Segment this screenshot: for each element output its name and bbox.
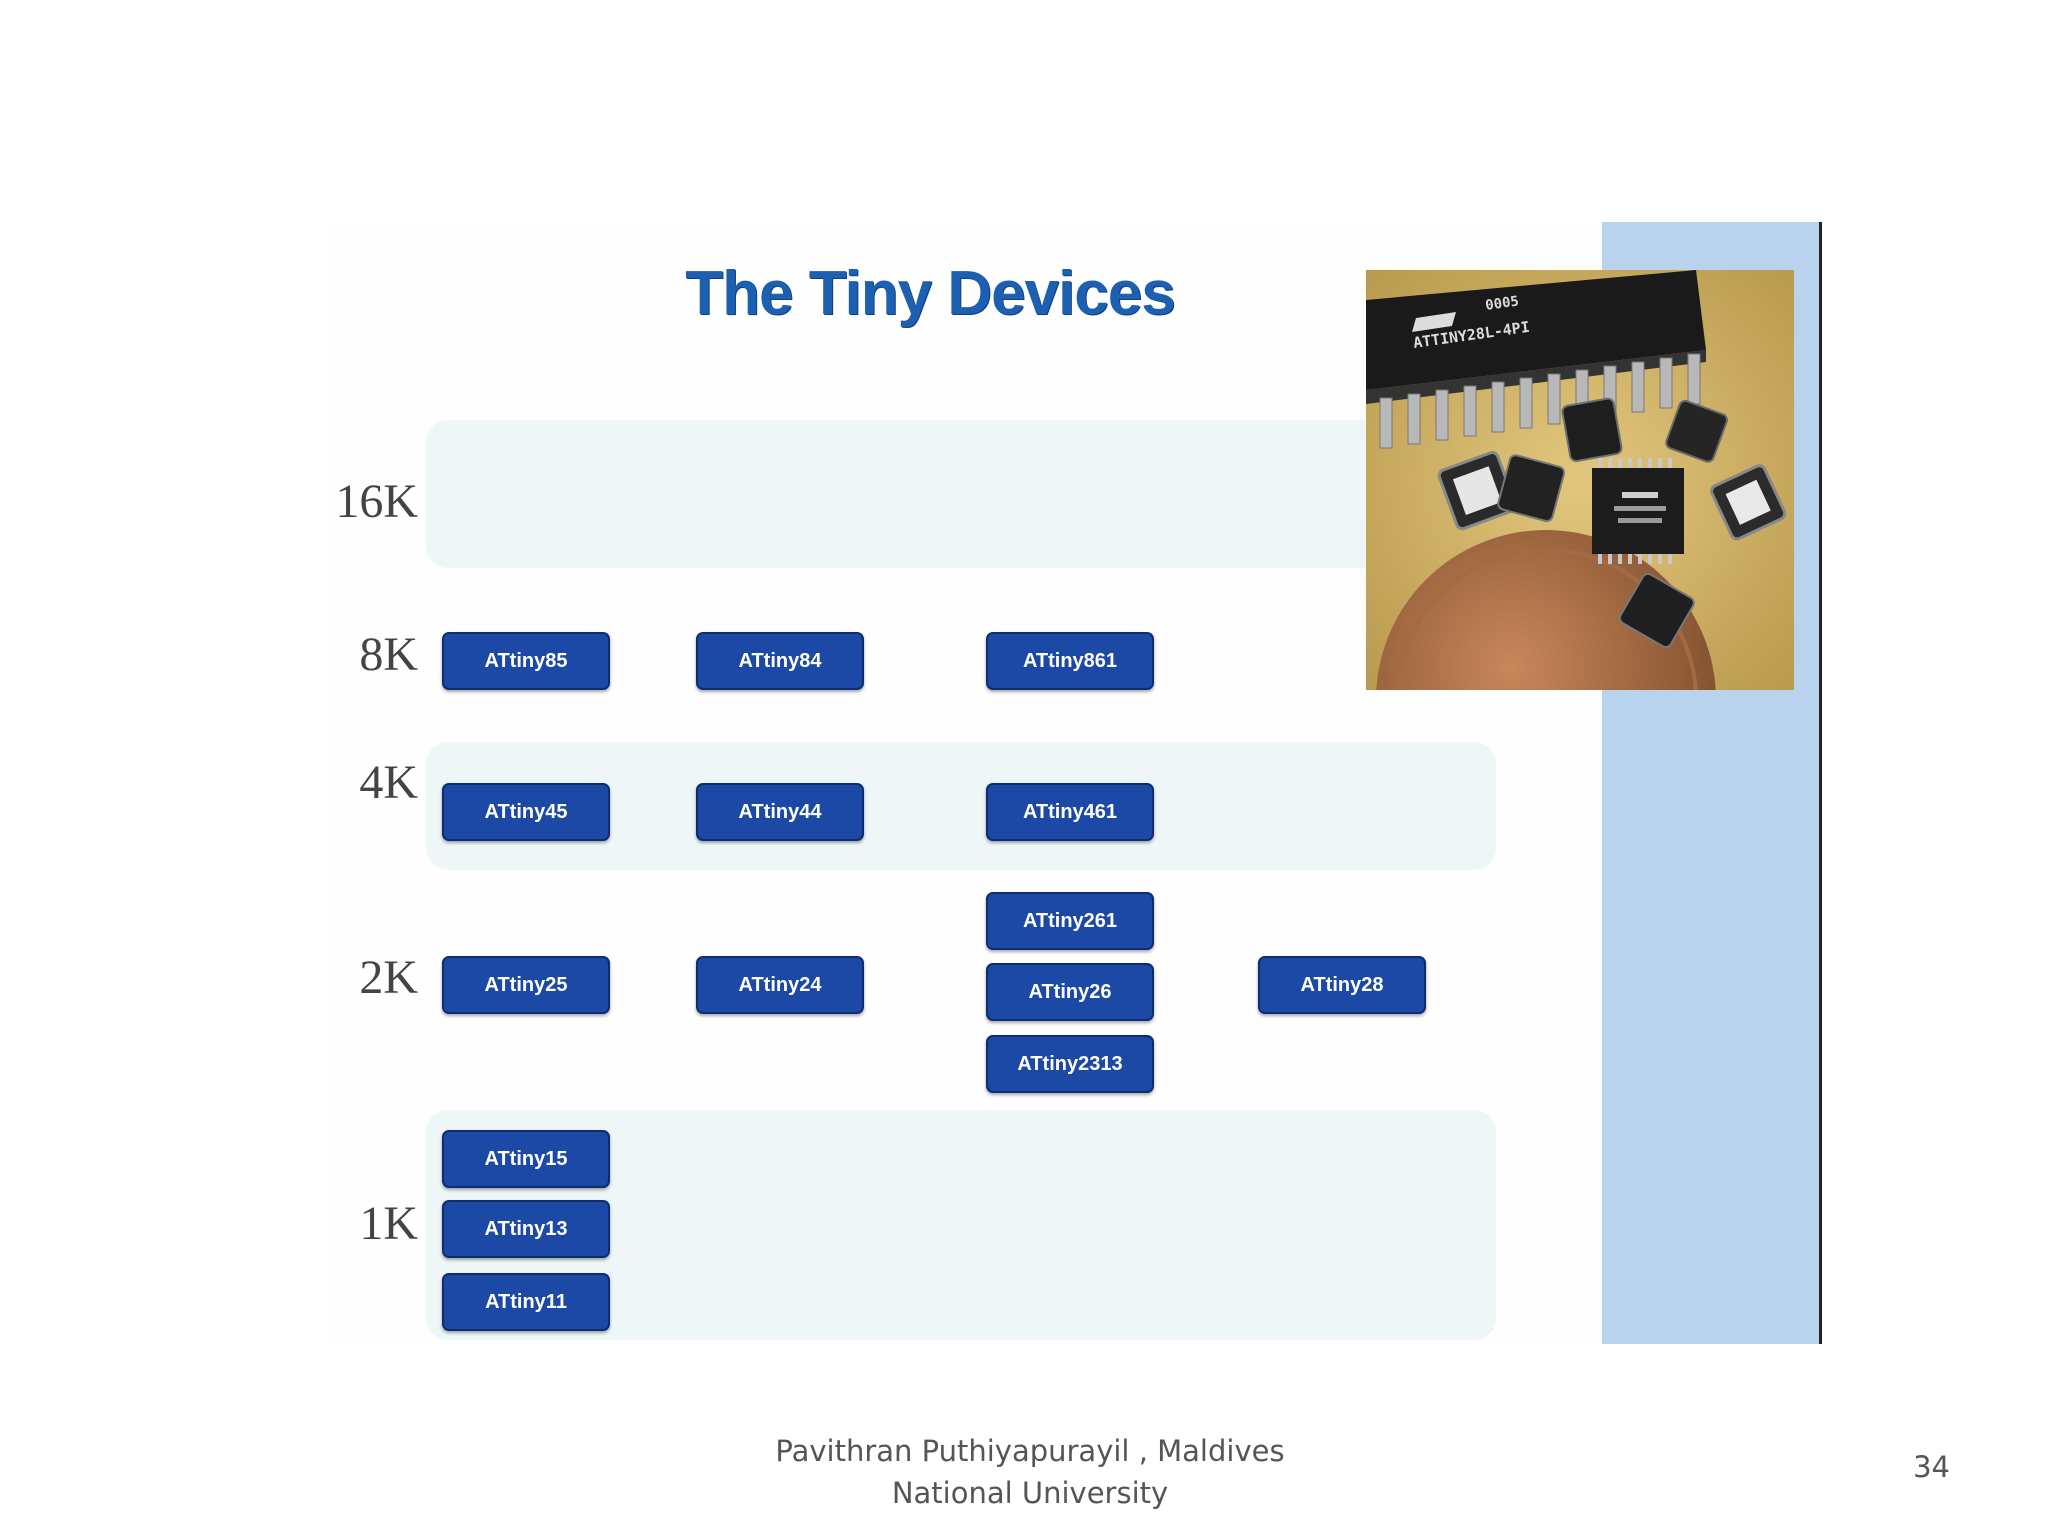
chip-attiny25: ATtiny25 — [442, 956, 610, 1014]
row-label-8k: 8K — [359, 628, 418, 681]
chip-attiny13: ATtiny13 — [442, 1200, 610, 1258]
chip-attiny11: ATtiny11 — [442, 1273, 610, 1331]
chip-attiny85: ATtiny85 — [442, 632, 610, 690]
chip-attiny28: ATtiny28 — [1258, 956, 1426, 1014]
row-label-4k: 4K — [359, 756, 418, 809]
chip-attiny26: ATtiny26 — [986, 963, 1154, 1021]
chip-attiny861: ATtiny861 — [986, 632, 1154, 690]
chip-attiny84: ATtiny84 — [696, 632, 864, 690]
footer-author: Pavithran Puthiyapurayil , Maldives Nati… — [720, 1430, 1340, 1514]
chip-attiny261: ATtiny261 — [986, 892, 1154, 950]
chip-attiny44: ATtiny44 — [696, 783, 864, 841]
chip-attiny24: ATtiny24 — [696, 956, 864, 1014]
svg-text:0005: 0005 — [1484, 293, 1520, 314]
slide-title: The Tiny Devices — [685, 259, 1175, 328]
band-16k — [426, 420, 1496, 568]
chip-attiny461: ATtiny461 — [986, 783, 1154, 841]
microcontroller-photo: 0005 ATTINY28L-4PI — [1366, 270, 1794, 690]
row-label-16k: 16K — [335, 475, 418, 528]
footer-line-1: Pavithran Puthiyapurayil , Maldives — [775, 1434, 1285, 1468]
footer-line-2: National University — [891, 1476, 1169, 1510]
row-label-1k: 1K — [359, 1197, 418, 1250]
penny-shape — [1376, 530, 1716, 690]
chip-attiny2313: ATtiny2313 — [986, 1035, 1154, 1093]
page-number: 34 — [1913, 1450, 1950, 1484]
chip-attiny15: ATtiny15 — [442, 1130, 610, 1188]
chip-attiny45: ATtiny45 — [442, 783, 610, 841]
row-label-2k: 2K — [359, 951, 418, 1004]
